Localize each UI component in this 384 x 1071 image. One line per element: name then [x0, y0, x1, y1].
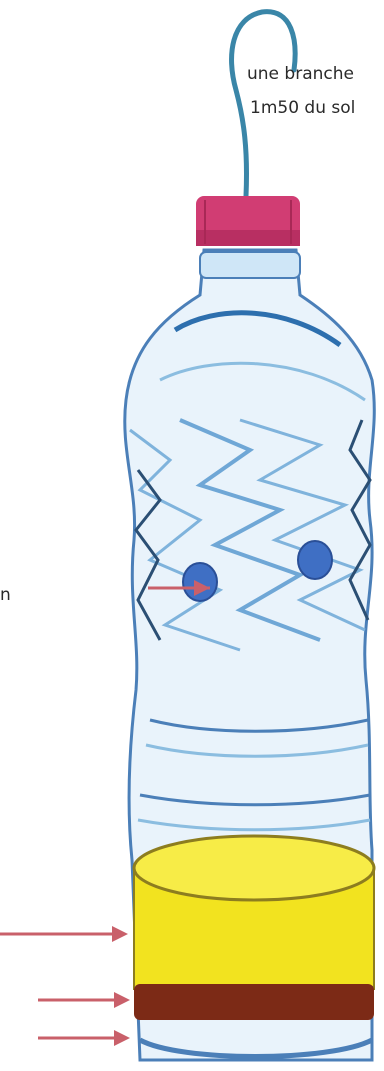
entry-hole-right-icon [298, 541, 332, 579]
pointer-arrow-bottom-icon [38, 1030, 130, 1046]
pointer-arrow-liquid-icon [0, 926, 128, 942]
caption-hang-line-1: une branche [247, 64, 354, 84]
entry-hole-left-icon [183, 563, 217, 601]
caption-side-fragment: n [0, 585, 11, 605]
caption-hang-line-2: 1m50 du sol [250, 98, 355, 118]
sediment-layer-icon [134, 984, 374, 1020]
bottle-cap-icon [196, 196, 300, 246]
pointer-arrow-sediment-icon [38, 992, 130, 1008]
liquid-bait-icon [134, 836, 374, 990]
